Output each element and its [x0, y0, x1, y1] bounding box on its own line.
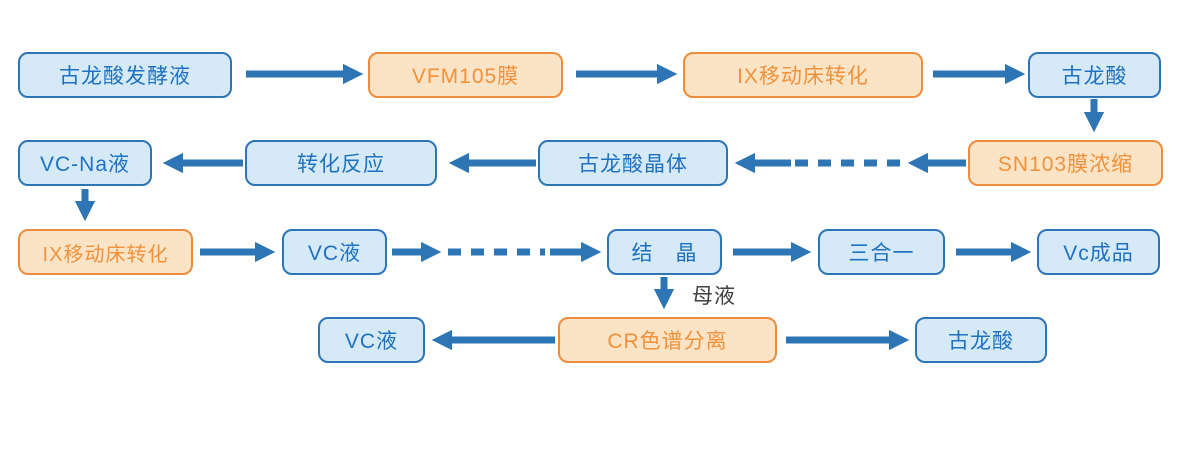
node-gulonic-fermentation-broth: 古龙酸发酵液 [18, 52, 232, 98]
node-gulonic-acid-1: 古龙酸 [1028, 52, 1161, 98]
node-sn103-membrane-concentration: SN103膜浓缩 [968, 140, 1163, 186]
node-vc-finished-product: Vc成品 [1037, 229, 1160, 275]
node-gulonic-acid-crystal: 古龙酸晶体 [538, 140, 728, 186]
node-vc-liquid-1: VC液 [282, 229, 387, 275]
mother-liquor-label: 母液 [692, 285, 736, 308]
node-three-in-one: 三合一 [818, 229, 945, 275]
node-vfm105-membrane: VFM105膜 [368, 52, 563, 98]
node-cr-chromatographic-separation: CR色谱分离 [558, 317, 777, 363]
node-conversion-reaction: 转化反应 [245, 140, 437, 186]
node-ix-moving-bed-conversion-1: IX移动床转化 [683, 52, 923, 98]
node-ix-moving-bed-conversion-2: IX移动床转化 [18, 229, 193, 275]
node-gulonic-acid-2: 古龙酸 [915, 317, 1047, 363]
node-crystallization: 结 晶 [607, 229, 722, 275]
node-vc-na-liquid: VC-Na液 [18, 140, 152, 186]
node-vc-liquid-2: VC液 [318, 317, 425, 363]
